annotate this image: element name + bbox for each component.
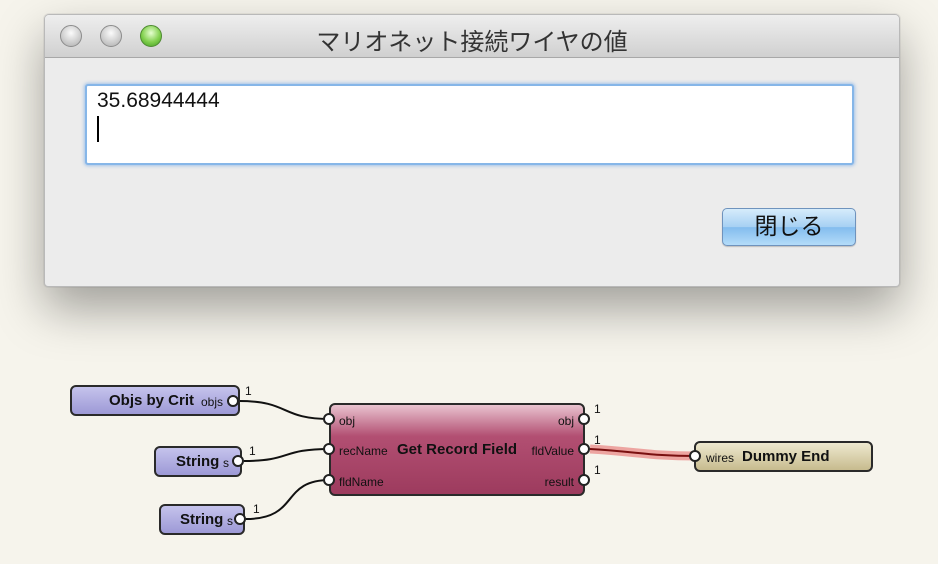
fldname-input-port[interactable] xyxy=(323,474,335,486)
get-record-field-node[interactable]: obj recName fldName Get Record Field obj… xyxy=(329,403,585,496)
objs-output-port[interactable] xyxy=(227,395,239,407)
minimize-window-icon[interactable] xyxy=(100,25,122,47)
dummy-end-title: Dummy End xyxy=(742,448,830,465)
string-node-1[interactable]: String s xyxy=(154,446,242,477)
string-node-1-output-port[interactable] xyxy=(232,455,244,467)
wire-value-textarea[interactable]: 35.68944444 xyxy=(85,84,854,165)
string-node-2[interactable]: String s xyxy=(159,504,245,535)
obj-output-port[interactable] xyxy=(578,413,590,425)
wire-fldvalue-to-dummy-end[interactable] xyxy=(589,448,697,457)
wire-value-text: 35.68944444 xyxy=(97,89,220,112)
objs-output-count: 1 xyxy=(245,384,252,398)
string-node-1-port-label: s xyxy=(223,456,229,470)
window-title: マリオネット接続ワイヤの値 xyxy=(316,28,628,56)
objs-port-label: objs xyxy=(201,395,224,409)
fldname-input-label: fldName xyxy=(339,475,384,489)
recname-input-port[interactable] xyxy=(323,443,335,455)
zoom-window-icon[interactable] xyxy=(140,25,162,47)
string-node-1-title: String xyxy=(176,453,220,470)
recname-input-label: recName xyxy=(339,444,388,458)
result-output-label: result xyxy=(544,475,574,489)
fldvalue-output-count: 1 xyxy=(594,433,601,447)
wires-input-port[interactable] xyxy=(689,450,701,462)
dummy-end-node[interactable]: wires Dummy End xyxy=(694,441,873,472)
wires-port-label: wires xyxy=(706,451,735,465)
obj-input-port[interactable] xyxy=(323,413,335,425)
title-bar[interactable]: マリオネット接続ワイヤの値 xyxy=(45,15,899,58)
close-window-icon[interactable] xyxy=(60,25,82,47)
string-node-2-port-label: s xyxy=(227,514,233,528)
text-caret xyxy=(97,116,99,142)
get-record-field-title: Get Record Field xyxy=(397,441,518,458)
fldvalue-output-label: fldValue xyxy=(531,444,574,458)
obj-input-label: obj xyxy=(339,414,356,428)
string-node-2-output-port[interactable] xyxy=(234,513,246,525)
objs-by-crit-node[interactable]: Objs by Crit objs xyxy=(70,385,240,416)
close-button[interactable]: 閉じる xyxy=(722,208,856,246)
string-node-2-output-count: 1 xyxy=(253,502,260,516)
wire-string-to-fldname[interactable] xyxy=(245,479,331,520)
fldvalue-output-port[interactable] xyxy=(578,443,590,455)
result-output-port[interactable] xyxy=(578,474,590,486)
wire-string-to-recname[interactable] xyxy=(243,448,331,462)
wire-value-dialog: マリオネット接続ワイヤの値 35.68944444 閉じる xyxy=(44,14,900,287)
wire-objs-to-obj[interactable] xyxy=(238,400,331,420)
obj-output-label: obj xyxy=(557,414,574,428)
string-node-1-output-count: 1 xyxy=(249,444,256,458)
objs-by-crit-title: Objs by Crit xyxy=(109,392,195,409)
result-output-count: 1 xyxy=(594,463,601,477)
string-node-2-title: String xyxy=(180,511,224,528)
obj-output-count: 1 xyxy=(594,402,601,416)
